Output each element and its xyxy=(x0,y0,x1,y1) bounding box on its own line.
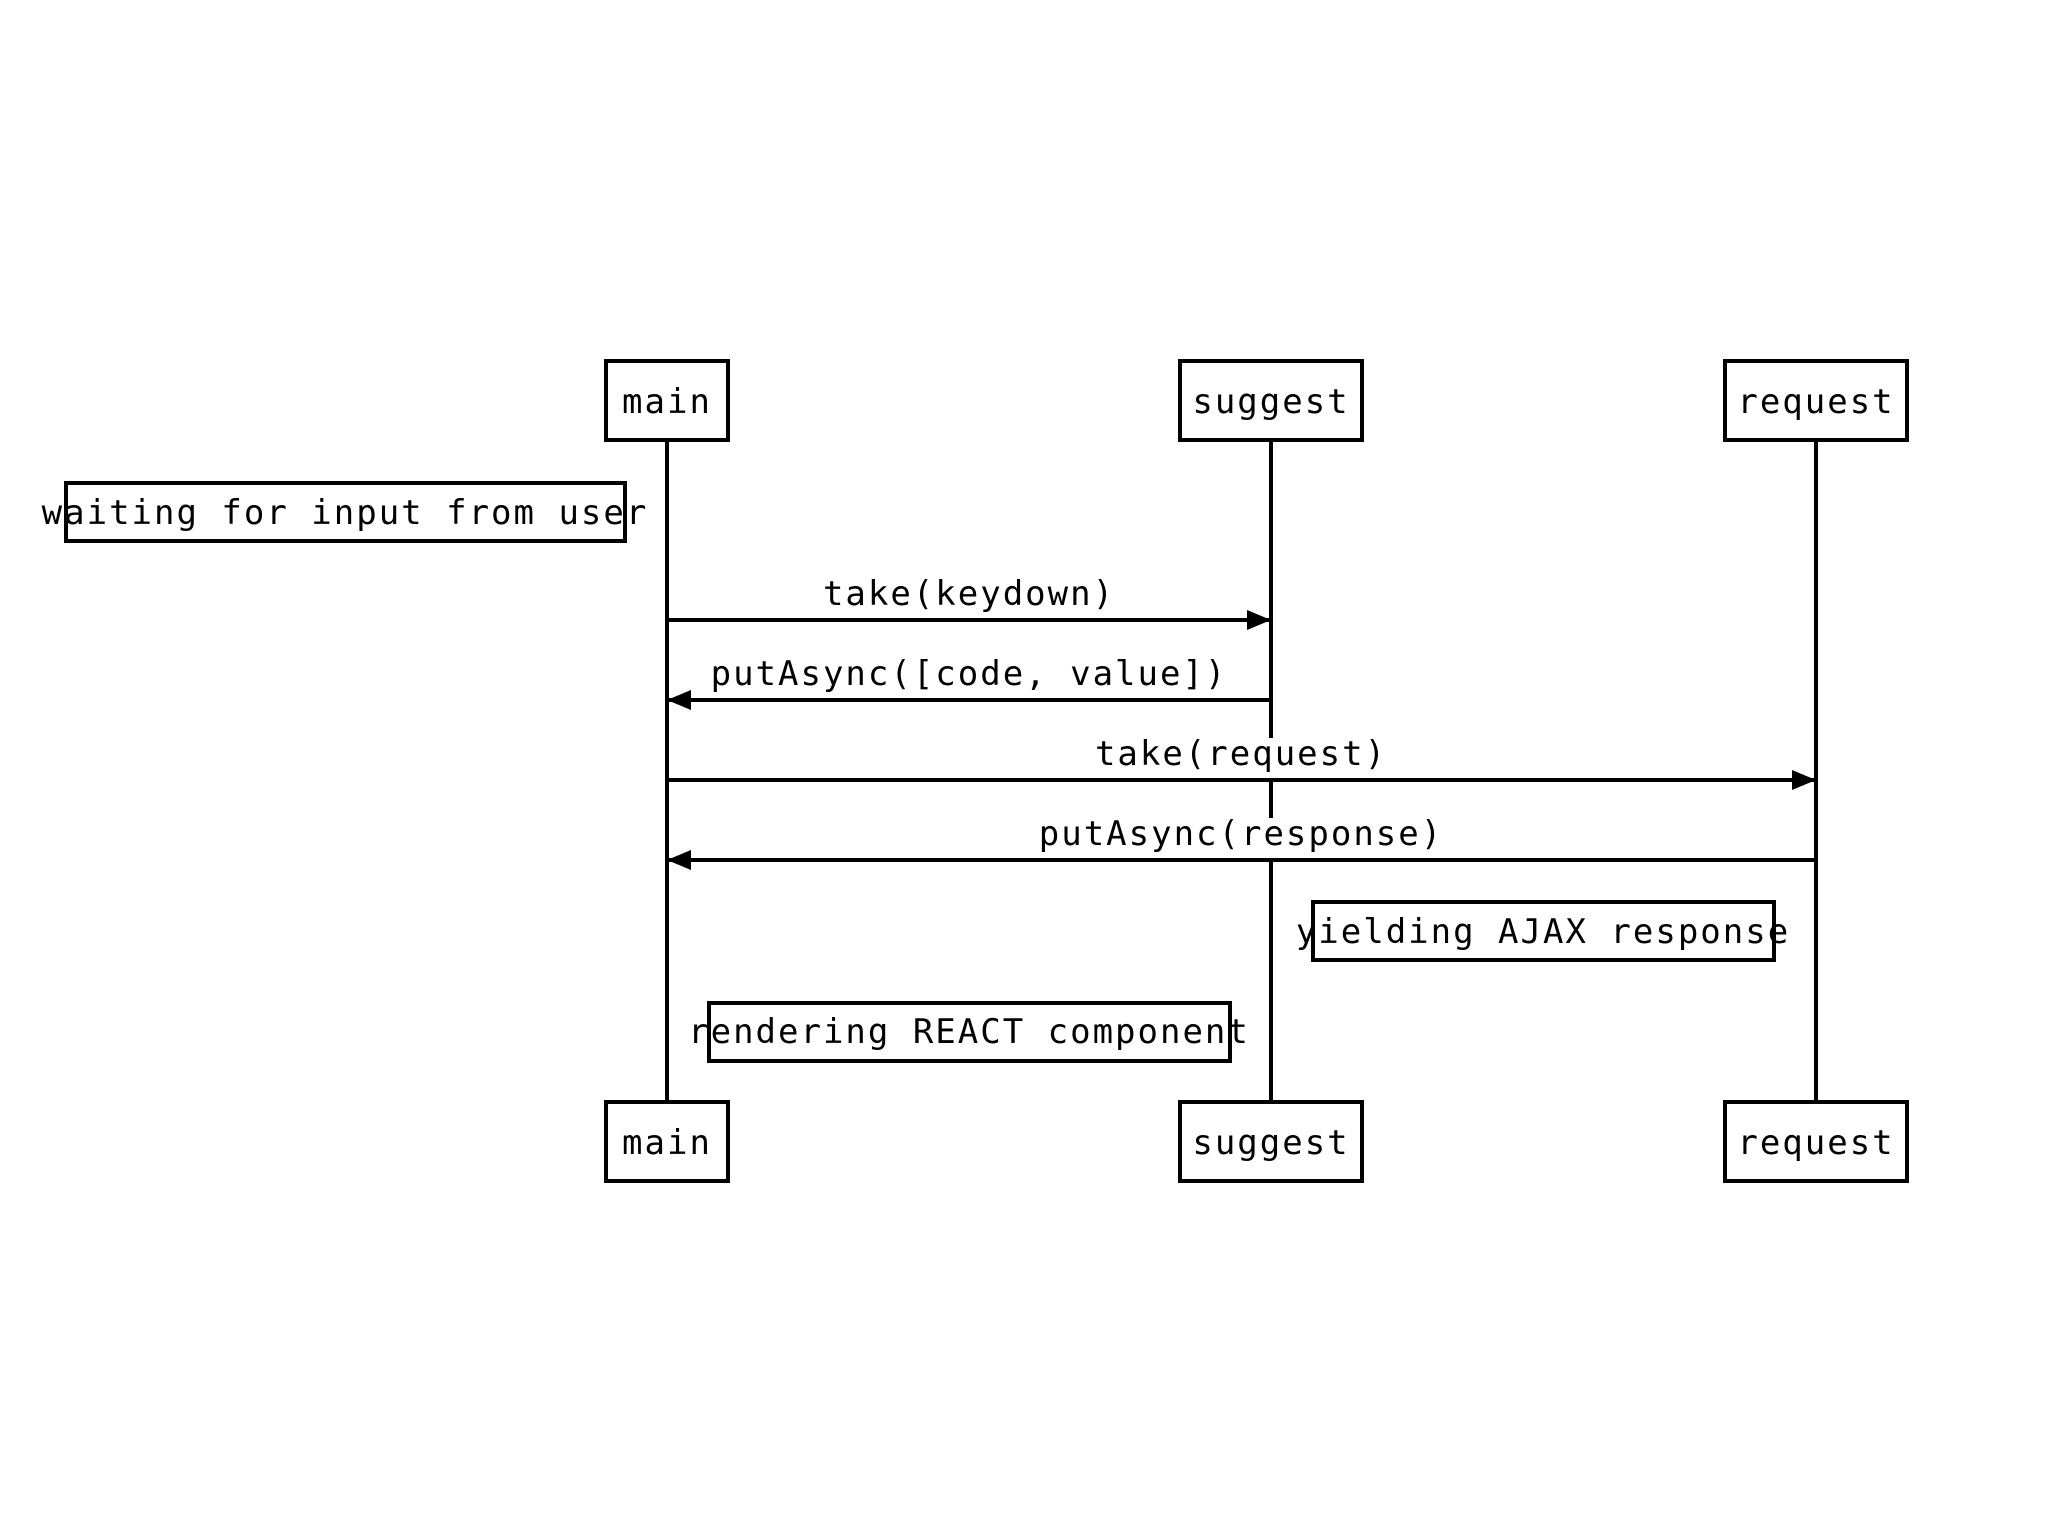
message-take-keydown: take(keydown) xyxy=(667,574,1271,630)
label-background xyxy=(1112,738,1370,778)
message-label: take(request) xyxy=(1095,734,1387,774)
note-yielding-ajax-response: yielding AJAX response xyxy=(1296,900,1790,962)
participant-box xyxy=(1723,359,1909,442)
participant-request-bottom: request xyxy=(1723,1100,1909,1183)
note-waiting-for-input: waiting for input from user xyxy=(42,481,649,543)
participant-box xyxy=(604,359,730,442)
participant-box xyxy=(1178,359,1364,442)
participant-request-top: request xyxy=(1723,359,1909,442)
note-box xyxy=(1311,900,1776,962)
participant-label: request xyxy=(1737,382,1894,422)
participant-suggest-top: suggest xyxy=(1178,359,1364,442)
note-box xyxy=(707,1001,1232,1063)
message-take-request: take(request) xyxy=(667,734,1816,790)
message-putasync-response: putAsync(response) xyxy=(667,814,1816,870)
participant-box xyxy=(1178,1100,1364,1183)
participant-label: main xyxy=(622,1123,712,1163)
note-label: waiting for input from user xyxy=(42,493,649,533)
note-label: yielding AJAX response xyxy=(1296,912,1790,952)
participant-box xyxy=(604,1100,730,1183)
participant-label: request xyxy=(1737,1123,1894,1163)
note-rendering-react-component: rendering REACT component xyxy=(688,1001,1250,1063)
participant-label: suggest xyxy=(1192,382,1349,422)
label-background xyxy=(1060,818,1422,858)
note-label: rendering REACT component xyxy=(688,1012,1250,1052)
participant-suggest-bottom: suggest xyxy=(1178,1100,1364,1183)
participant-main-bottom: main xyxy=(604,1100,730,1183)
note-box xyxy=(64,481,627,543)
message-putasync-code-value: putAsync([code, value]) xyxy=(667,654,1271,710)
message-label: take(keydown) xyxy=(823,574,1115,614)
participant-main-top: main xyxy=(604,359,730,442)
participant-label: suggest xyxy=(1192,1123,1349,1163)
participant-box xyxy=(1723,1100,1909,1183)
message-label: putAsync(response) xyxy=(1039,814,1443,854)
participant-label: main xyxy=(622,382,712,422)
message-label: putAsync([code, value]) xyxy=(711,654,1228,694)
